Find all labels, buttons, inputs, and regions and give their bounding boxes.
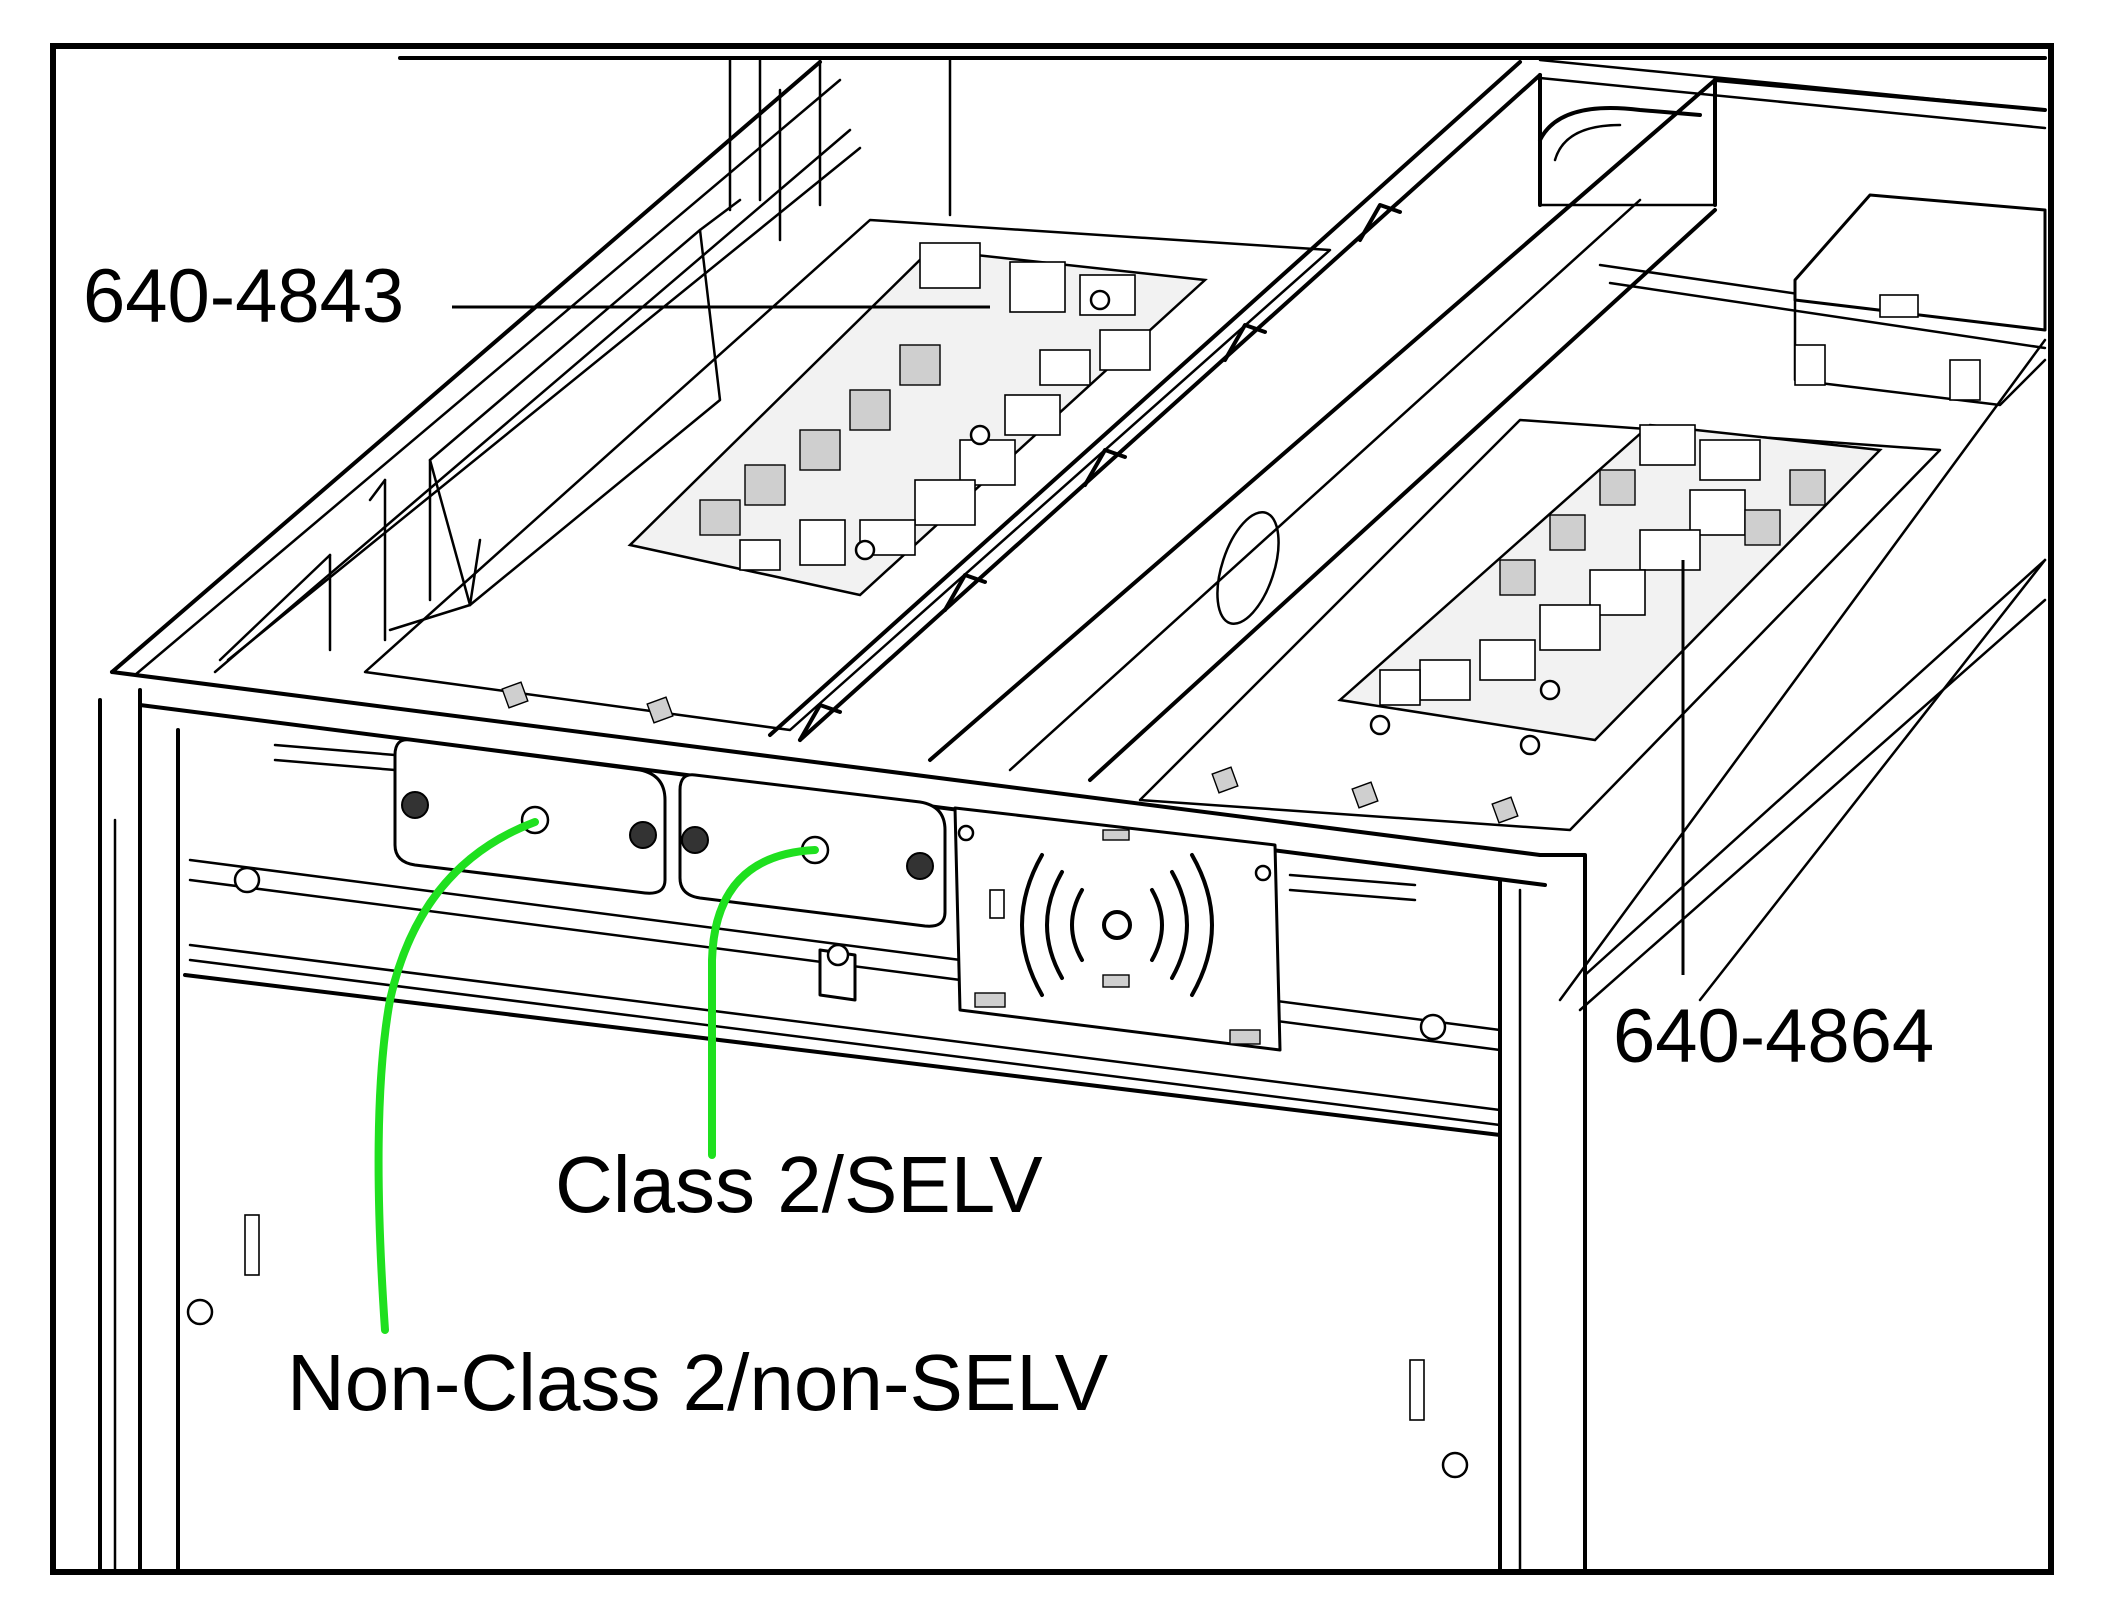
label-non-class2-non-selv: Non-Class 2/non-SELV bbox=[287, 1338, 1109, 1427]
wireless-signal-icon bbox=[1020, 853, 1214, 997]
circuit-board-640-4864 bbox=[1337, 423, 1883, 756]
circuit-board-640-4843 bbox=[627, 242, 1208, 597]
wire-route-non-class2 bbox=[374, 818, 539, 1334]
front-knockout-panel-left bbox=[393, 738, 667, 895]
panel-lock-tab bbox=[818, 943, 857, 1002]
wire-route-class2 bbox=[708, 846, 819, 1159]
callout-640-4864: 640-4864 bbox=[1613, 994, 1934, 1079]
callout-640-4843: 640-4843 bbox=[83, 254, 404, 339]
cabinet-line-art bbox=[98, 56, 2047, 1574]
rail-screw-left bbox=[233, 866, 261, 894]
power-supply-block bbox=[1793, 193, 2047, 407]
rail-screw-right bbox=[1419, 1013, 1447, 1041]
label-class2-selv: Class 2/SELV bbox=[555, 1140, 1043, 1229]
wireless-module-plate bbox=[953, 806, 1282, 1052]
